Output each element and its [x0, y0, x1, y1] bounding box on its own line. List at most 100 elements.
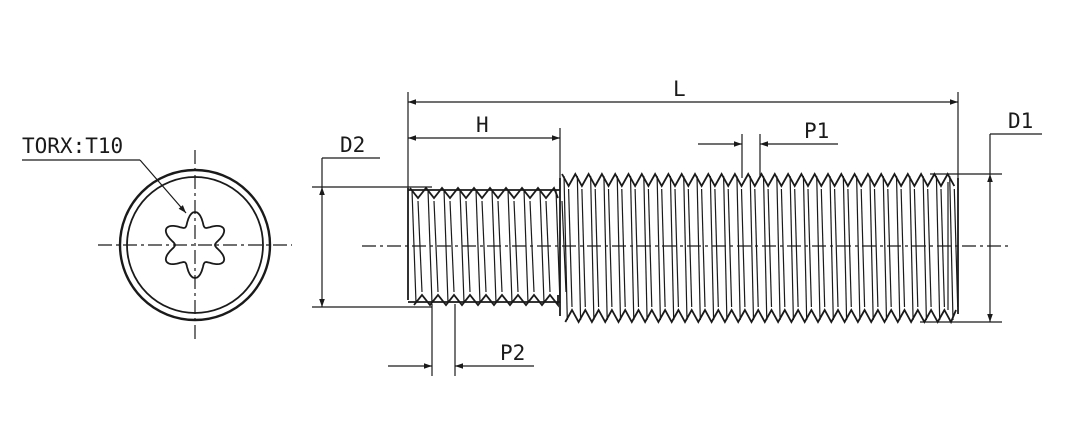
thread-crest-line	[555, 189, 561, 304]
thread-crest-line	[669, 175, 675, 321]
thread-crest-line	[576, 175, 582, 321]
thread-crest-line	[590, 175, 595, 321]
thread-root-line	[561, 200, 567, 293]
thread-crest-line	[539, 189, 545, 304]
thread-crest-line	[563, 175, 568, 321]
thread-crest-line	[475, 189, 481, 304]
large-thread-section	[561, 172, 959, 325]
thread-crest-line	[789, 175, 794, 321]
thread-crest-line	[802, 175, 808, 321]
dimension-h-label: H	[476, 113, 489, 137]
thread-root-line	[807, 188, 812, 308]
torx-callout: TORX:T10	[22, 134, 187, 214]
thread-root-line	[687, 188, 693, 308]
dimension-p1: P1	[698, 119, 838, 178]
thread-root-line	[727, 188, 733, 308]
thread-root-line	[674, 188, 679, 308]
thread-top-profile	[561, 172, 956, 188]
thread-root-line	[417, 200, 423, 293]
thread-crest-line	[411, 189, 417, 304]
thread-root-line	[767, 188, 773, 308]
thread-root-line	[529, 200, 535, 293]
dimension-l: L	[407, 77, 959, 188]
thread-root-line	[740, 188, 746, 308]
thread-root-line	[873, 188, 879, 308]
thread-crest-line	[507, 189, 513, 304]
thread-crest-line	[842, 175, 848, 321]
thread-root-line	[634, 188, 640, 308]
thread-crest-line	[427, 189, 433, 304]
thread-root-line	[581, 188, 586, 308]
thread-crest-line	[749, 175, 755, 321]
thread-root-line	[465, 200, 471, 293]
thread-crest-line	[882, 175, 888, 321]
thread-root-line	[927, 188, 932, 308]
thread-root-line	[481, 200, 487, 293]
thread-root-line	[433, 200, 439, 293]
thread-crest-line	[616, 175, 622, 321]
thread-bottom-profile	[564, 308, 957, 325]
small-thread-section	[409, 186, 567, 308]
dimension-d1-label: D1	[1008, 109, 1033, 133]
thread-crest-line	[723, 175, 728, 321]
thread-root-line	[449, 200, 455, 293]
thread-crest-line	[935, 175, 941, 321]
thread-crest-line	[829, 175, 834, 321]
thread-root-line	[953, 188, 959, 308]
thread-crest-line	[709, 175, 715, 321]
torx-recess-icon	[164, 211, 226, 279]
thread-crest-line	[736, 175, 741, 321]
thread-root-line	[887, 188, 892, 308]
end-view	[98, 150, 292, 340]
dimension-p1-label: P1	[804, 119, 829, 143]
thread-crest-line	[762, 175, 768, 321]
thread-crest-line	[459, 189, 465, 304]
thread-root-line	[647, 188, 653, 308]
thread-root-line	[545, 200, 551, 293]
thread-crest-line	[949, 175, 954, 321]
thread-crest-line	[816, 175, 821, 321]
thread-root-line	[847, 188, 852, 308]
thread-crest-line	[856, 175, 861, 321]
thread-crest-line	[895, 175, 901, 321]
thread-root-line	[621, 188, 626, 308]
thread-crest-line	[491, 189, 497, 304]
dimension-d2-label: D2	[340, 133, 365, 157]
thread-root-line	[913, 188, 919, 308]
thread-root-line	[780, 188, 786, 308]
thread-root-line	[701, 188, 706, 308]
thread-root-line	[607, 188, 613, 308]
dimension-d1: D1	[920, 109, 1042, 323]
dimension-h: H	[408, 113, 561, 178]
thread-root-line	[497, 200, 503, 293]
thread-root-line	[568, 188, 573, 308]
thread-crest-line	[869, 175, 874, 321]
thread-root-line	[794, 188, 799, 308]
thread-crest-line	[629, 175, 635, 321]
thread-root-line	[513, 200, 519, 293]
thread-root-line	[714, 188, 719, 308]
thread-crest-line	[603, 175, 608, 321]
dimension-l-label: L	[673, 77, 686, 101]
screw-body	[362, 172, 1012, 325]
dimension-p2-label: P2	[500, 341, 525, 365]
thread-crest-line	[909, 175, 914, 321]
thread-root-line	[940, 188, 945, 308]
thread-crest-line	[643, 175, 648, 321]
dimension-d2: D2	[312, 133, 432, 308]
thread-crest-line	[523, 189, 529, 304]
thread-top-profile	[409, 186, 559, 200]
thread-crest-line	[696, 175, 701, 321]
thread-root-line	[594, 188, 600, 308]
thread-root-line	[754, 188, 759, 308]
thread-crest-line	[443, 189, 449, 304]
thread-crest-line	[922, 175, 927, 321]
thread-crest-line	[683, 175, 688, 321]
thread-crest-line	[776, 175, 781, 321]
thread-bottom-profile	[413, 293, 559, 308]
torx-label: TORX:T10	[22, 134, 123, 158]
thread-root-line	[834, 188, 839, 308]
thread-root-line	[820, 188, 826, 308]
thread-root-line	[900, 188, 906, 308]
